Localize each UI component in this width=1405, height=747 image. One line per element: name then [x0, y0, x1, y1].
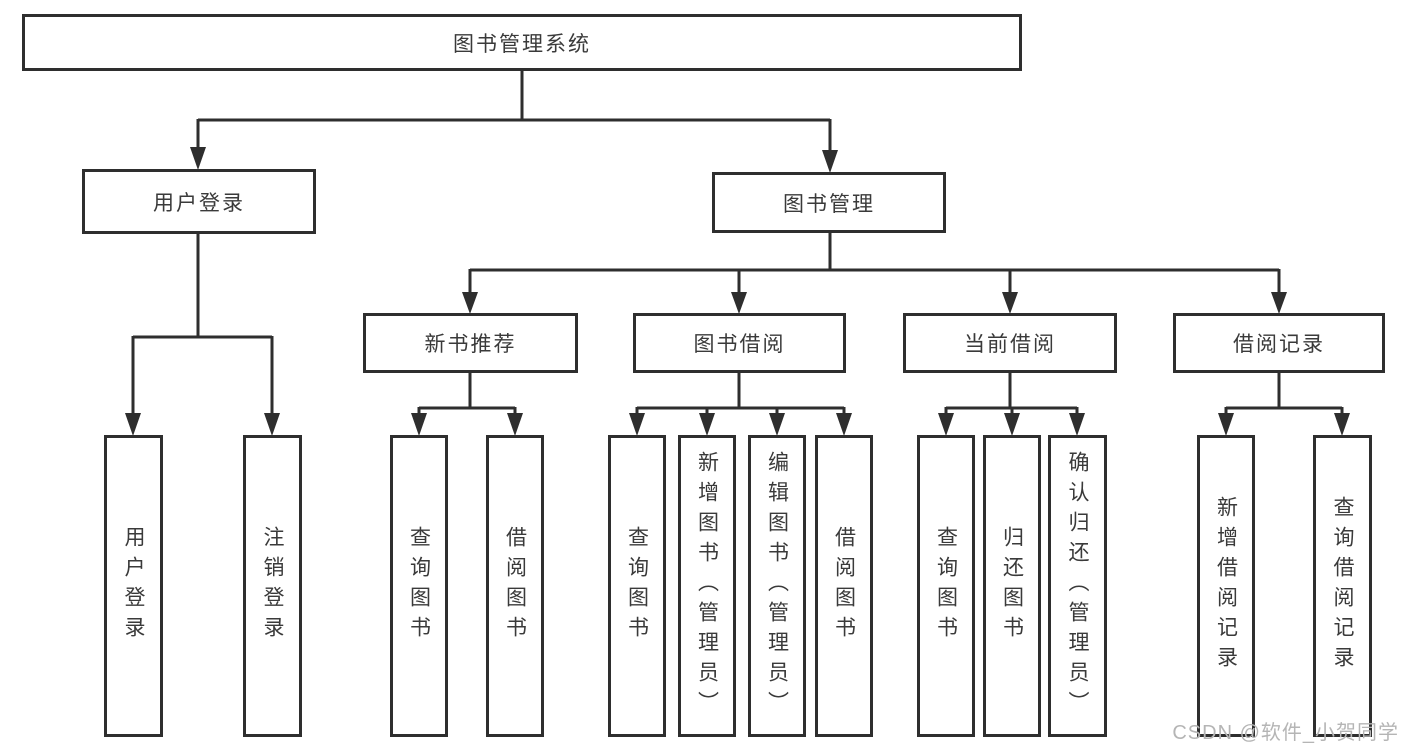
node-leaf-user-login: 用户登录 [104, 435, 163, 737]
node-user-login: 用户登录 [82, 169, 316, 234]
node-book-management: 图书管理 [712, 172, 946, 233]
node-new-book-recommend-label: 新书推荐 [424, 333, 517, 356]
node-borrowing-records-label: 借阅记录 [1233, 333, 1325, 356]
node-root-label: 图书管理系统 [453, 32, 591, 56]
node-book-borrowing: 图书借阅 [633, 313, 846, 373]
node-records-add-record: 新增借阅记录 [1197, 435, 1255, 737]
node-current-borrowing-label: 当前借阅 [964, 333, 1056, 356]
node-current-borrowing: 当前借阅 [903, 313, 1117, 373]
node-current-return-books: 归还图书 [983, 435, 1041, 737]
node-leaf-logout: 注销登录 [243, 435, 302, 737]
node-borrowing-records: 借阅记录 [1173, 313, 1385, 373]
node-records-query-record: 查询借阅记录 [1313, 435, 1372, 737]
node-current-query-books: 查询图书 [917, 435, 975, 737]
node-recommend-borrow-books: 借阅图书 [486, 435, 544, 737]
node-borrowing-edit-books-admin: 编辑图书（管理员） [748, 435, 806, 737]
node-borrowing-add-books-admin: 新增图书（管理员） [678, 435, 736, 737]
node-book-management-label: 图书管理 [783, 192, 875, 216]
csdn-watermark: CSDN @软件_小贺同学 [1172, 722, 1399, 744]
node-user-login-label: 用户登录 [153, 191, 245, 215]
node-root: 图书管理系统 [22, 14, 1022, 71]
node-recommend-query-books: 查询图书 [390, 435, 448, 737]
node-current-confirm-return-admin: 确认归还（管理员） [1048, 435, 1107, 737]
node-book-borrowing-label: 图书借阅 [693, 333, 786, 356]
node-borrowing-borrow-books: 借阅图书 [815, 435, 873, 737]
node-new-book-recommend: 新书推荐 [363, 313, 578, 373]
node-borrowing-query-books: 查询图书 [608, 435, 666, 737]
